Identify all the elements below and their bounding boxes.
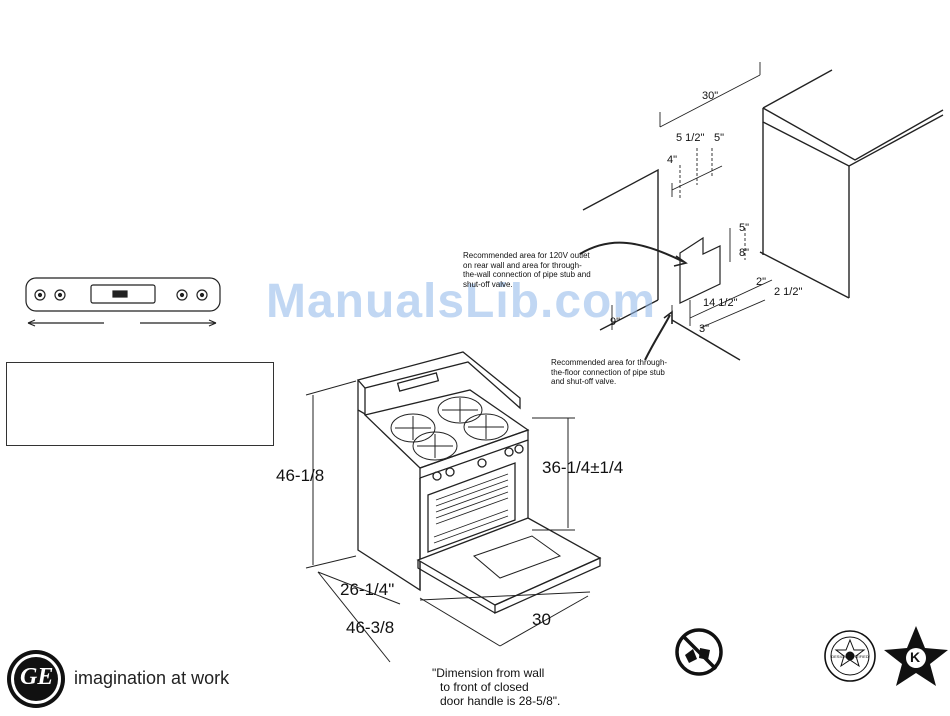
floor-connection-note: Recommended area for through-the-floor c… xyxy=(551,358,668,386)
dim-2-label: 2" xyxy=(756,276,767,288)
kosher-mark: K xyxy=(910,649,921,665)
info-box xyxy=(6,362,274,446)
watermark-text: ManualsLib.com xyxy=(266,275,657,328)
footnote-line: "Dimension from wall xyxy=(432,666,545,680)
footnote-line: door handle is 28-5/8". xyxy=(440,694,561,708)
dim-5-top-label: 5" xyxy=(714,132,725,144)
ge-logo-monogram: GE xyxy=(20,664,54,690)
installation-diagram xyxy=(579,62,944,361)
brand-tagline: imagination at work xyxy=(74,668,230,688)
ge-logo xyxy=(7,650,65,708)
dim-5-half-label: 5 1/2" xyxy=(676,132,705,144)
depth-open-dimension-label: 46-3/8 xyxy=(346,618,395,637)
dim-14-half-label: 14 1/2" xyxy=(703,297,738,309)
range-illustration xyxy=(305,351,602,663)
kosher-star-icon xyxy=(884,626,948,686)
control-panel-illustration xyxy=(25,277,221,327)
dim-4-label: 4" xyxy=(667,154,678,166)
footnote-line: to front of closed xyxy=(440,680,529,694)
dim-9-label: 9" xyxy=(610,316,621,328)
design-certified-seal xyxy=(824,630,876,682)
width-30-label: 30" xyxy=(702,90,719,102)
height-dimension-label: 46-1/8 xyxy=(276,466,325,485)
depth-dimension-label: 26-1/4" xyxy=(340,580,395,599)
dim-3-label: 3" xyxy=(699,323,710,335)
wall-connection-note: Recommended area for 120V outlet on rear… xyxy=(463,251,591,289)
cooktop-height-dimension-label: 36-1/4±1/4 xyxy=(542,458,624,477)
dim-5-side-label: 5" xyxy=(739,222,750,234)
anti-tip-icon xyxy=(675,628,723,676)
seal-text: DESIGN CERTIFIED xyxy=(831,654,869,659)
dim-2-half-label: 2 1/2" xyxy=(774,286,803,298)
width-dimension-label: 30 xyxy=(532,610,551,629)
dim-8-label: 8" xyxy=(739,247,750,259)
footnote: "Dimension from wall to front of closed … xyxy=(432,666,560,708)
